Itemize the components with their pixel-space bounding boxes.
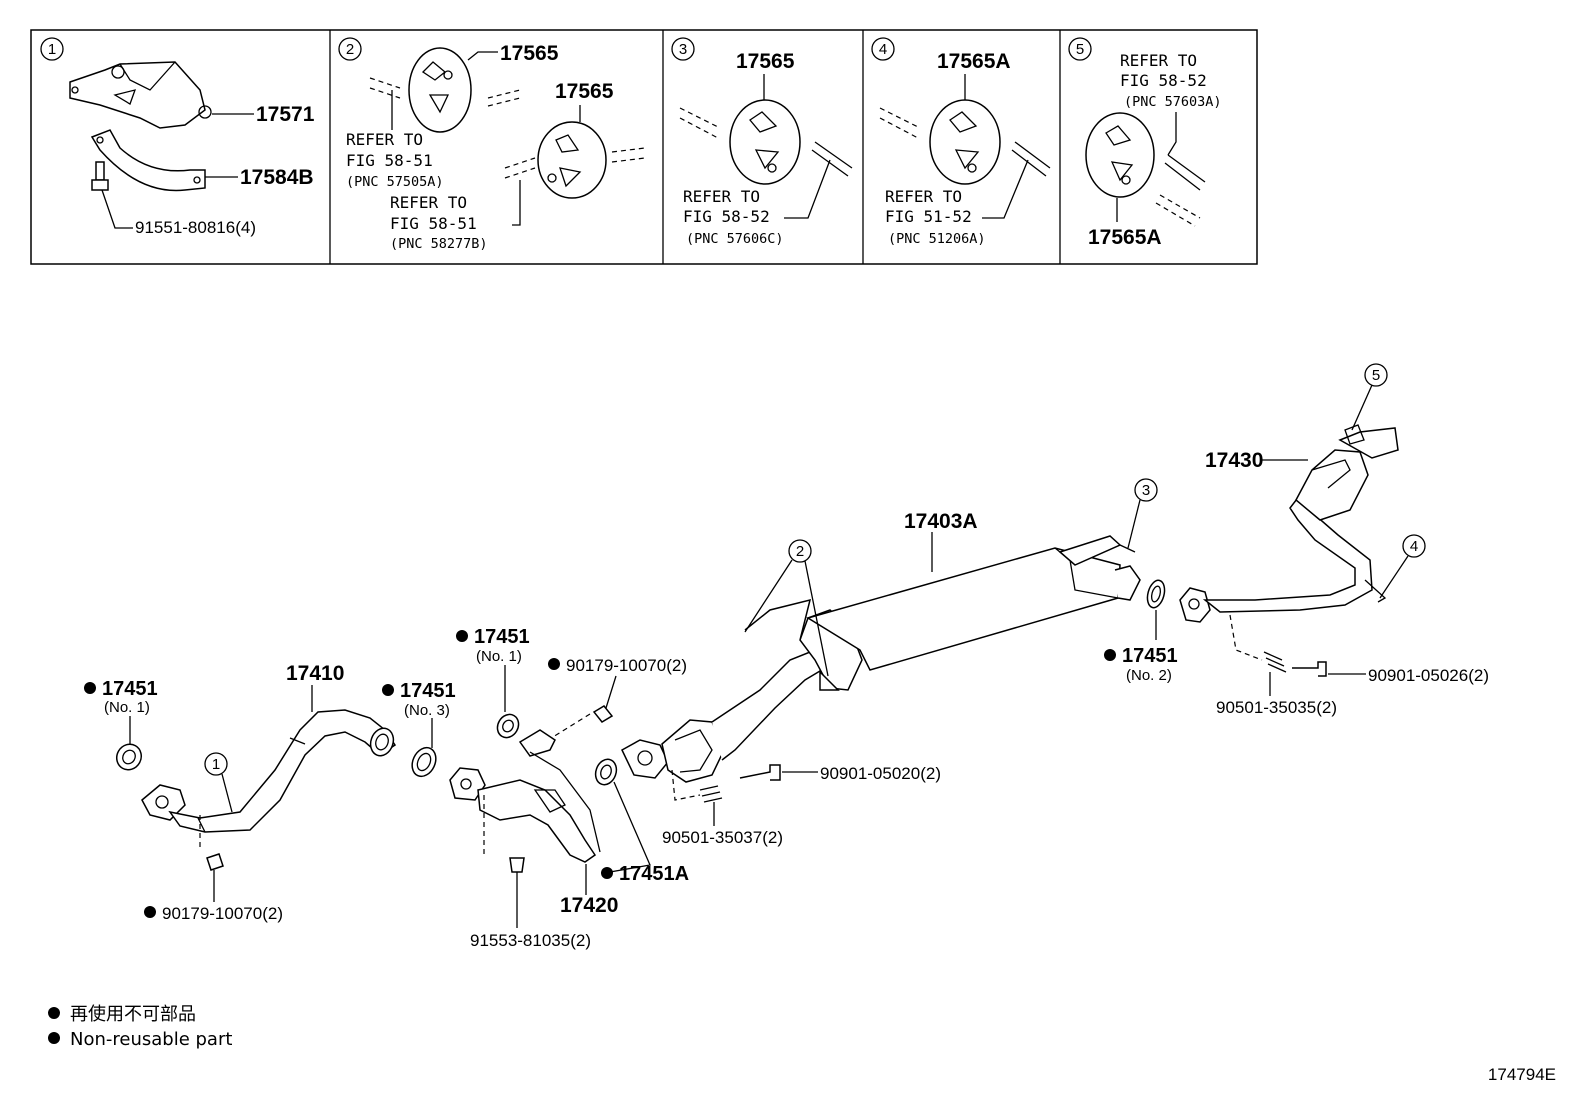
inset-5: 5 REFER TO FIG 58-52 (PNC 57603A) 17565A (1068, 37, 1222, 249)
svg-text:(No. 1): (No. 1) (476, 648, 522, 665)
svg-text:FIG 58-52: FIG 58-52 (683, 207, 770, 226)
svg-text:90901-05020(2): 90901-05020(2) (820, 764, 941, 783)
svg-text:90179-10070(2): 90179-10070(2) (566, 656, 687, 675)
center-pipe-17420: 17420 91553-81035(2) (449, 729, 618, 950)
label-17584B: 17584B (240, 166, 314, 189)
svg-text:17451: 17451 (102, 678, 158, 700)
gasket-17451-top: 17451 (No. 1) (456, 626, 530, 739)
svg-text:(No. 2): (No. 2) (1126, 667, 1172, 684)
inset-1: 1 17571 17584B 91551-80816(4) (40, 37, 315, 237)
front-pipe-17410: 17410 90179-10070(2) 1 (141, 662, 397, 923)
muffler-17403A: 17403A 2 3 90901-05020(2) 90501-35037(2) (621, 478, 1158, 847)
inset-2: 2 17565 REFER TO FIG 58-51 (PNC 57505A) … (338, 37, 646, 252)
label-17430: 17430 (1205, 449, 1263, 472)
gasket-17451-right: 17451 (No. 2) (1104, 579, 1178, 684)
label-17565-a: 17565 (500, 42, 559, 65)
figure-code: 174794E (1488, 1065, 1556, 1084)
label-91551: 91551-80816(4) (135, 218, 256, 237)
svg-text:1: 1 (212, 756, 220, 773)
legend-jp: 再使用不可部品 (70, 1004, 196, 1025)
svg-text:REFER TO: REFER TO (390, 193, 467, 212)
svg-text:REFER TO: REFER TO (683, 187, 760, 206)
label-17410: 17410 (286, 662, 344, 685)
label-17565A-a: 17565A (937, 50, 1011, 73)
gasket-17451-left: 17451 (No. 1) (84, 678, 158, 771)
gasket-17451A: 17451A (594, 758, 689, 885)
inset-3: 3 17565 REFER TO FIG 58-52 (PNC 57606C) (671, 37, 853, 247)
svg-text:3: 3 (679, 41, 687, 58)
svg-text:FIG 58-51: FIG 58-51 (390, 214, 477, 233)
svg-text:(PNC 58277B): (PNC 58277B) (390, 236, 488, 252)
svg-text:90501-35037(2): 90501-35037(2) (662, 828, 783, 847)
svg-text:5: 5 (1076, 41, 1084, 58)
label-17420: 17420 (560, 894, 618, 917)
svg-text:FIG 58-51: FIG 58-51 (346, 151, 433, 170)
svg-text:(PNC 57606C): (PNC 57606C) (686, 231, 784, 247)
label-17565-b: 17565 (555, 80, 614, 103)
nut-90179-top: 90179-10070(2) (547, 656, 687, 741)
svg-text:90501-35035(2): 90501-35035(2) (1216, 698, 1337, 717)
svg-text:17451: 17451 (400, 680, 456, 702)
label-17565-c: 17565 (736, 50, 795, 73)
svg-text:(No. 3): (No. 3) (404, 702, 450, 719)
svg-text:(PNC 57603A): (PNC 57603A) (1124, 94, 1222, 110)
svg-text:4: 4 (879, 41, 887, 58)
svg-text:17451: 17451 (474, 626, 530, 648)
svg-text:17451: 17451 (1122, 645, 1178, 667)
svg-text:(PNC 57505A): (PNC 57505A) (346, 174, 444, 190)
svg-text:17451A: 17451A (619, 863, 689, 885)
svg-text:2: 2 (796, 543, 804, 560)
svg-text:(No. 1): (No. 1) (104, 699, 150, 716)
inset-table (30, 29, 1258, 265)
label-17565A-b: 17565A (1088, 226, 1162, 249)
svg-text:(PNC 51206A): (PNC 51206A) (888, 231, 986, 247)
svg-text:5: 5 (1372, 367, 1380, 384)
svg-text:REFER TO: REFER TO (346, 130, 423, 149)
svg-text:REFER TO: REFER TO (885, 187, 962, 206)
label-17571: 17571 (256, 103, 315, 126)
svg-text:FIG 58-52: FIG 58-52 (1120, 71, 1207, 90)
inset-4: 4 17565A REFER TO FIG 51-52 (PNC 51206A) (871, 37, 1051, 247)
svg-text:FIG 51-52: FIG 51-52 (885, 207, 972, 226)
svg-text:1: 1 (48, 41, 56, 58)
label-17403A: 17403A (904, 510, 978, 533)
svg-text:4: 4 (1410, 538, 1418, 555)
svg-text:90901-05026(2): 90901-05026(2) (1368, 666, 1489, 685)
svg-text:90179-10070(2): 90179-10070(2) (162, 904, 283, 923)
svg-text:91553-81035(2): 91553-81035(2) (470, 931, 591, 950)
svg-text:2: 2 (346, 41, 354, 58)
tail-pipe-17430: 17430 5 4 90901-05026(2) 90501-35035(2) (1179, 363, 1489, 717)
legend-en: Non-reusable part (70, 1029, 232, 1050)
gasket-17451-mid: 17451 (No. 3) (382, 680, 456, 778)
svg-text:3: 3 (1142, 482, 1150, 499)
svg-text:REFER TO: REFER TO (1120, 51, 1197, 70)
legend: 再使用不可部品 Non-reusable part (48, 1004, 232, 1050)
